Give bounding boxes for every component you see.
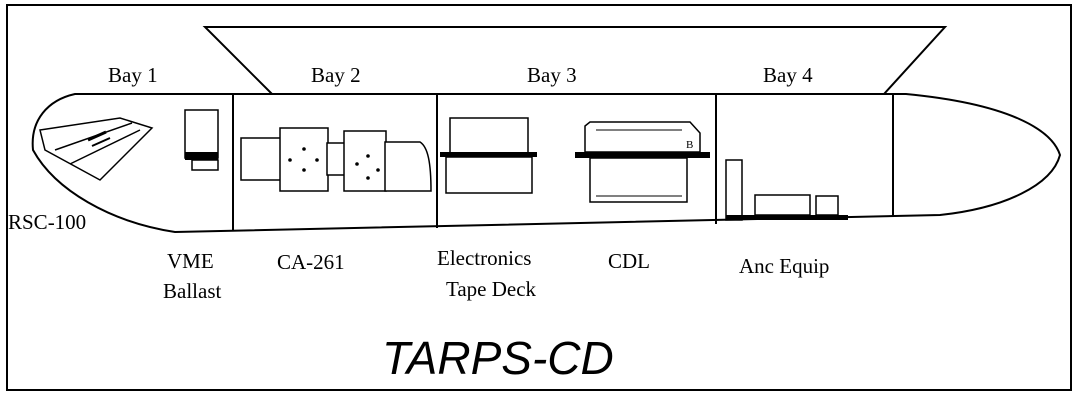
ca-261-label: CA-261	[277, 250, 345, 274]
electronics-label: Electronics	[437, 246, 531, 270]
electronics-tape-deck	[440, 117, 537, 194]
tape-deck-label: Tape Deck	[446, 277, 537, 301]
cdl-mark: B	[686, 139, 693, 151]
cdl-unit: B	[575, 121, 710, 203]
ca-261-camera	[240, 127, 432, 192]
pod-body-outline	[31, 93, 1062, 234]
vme-label-line1: VME	[167, 249, 214, 273]
cdl-label: CDL	[608, 249, 650, 273]
bay-1-label: Bay 1	[108, 63, 158, 87]
bay-2-label: Bay 2	[311, 63, 361, 87]
anc-equip-label: Anc Equip	[739, 254, 829, 278]
rsc-100-label: RSC-100	[8, 210, 86, 234]
diagram-title: TARPS-CD	[382, 332, 614, 384]
vme-label-line2: Ballast	[163, 279, 221, 303]
rsc-100-sensor	[39, 117, 154, 181]
vme-ballast-unit	[184, 109, 219, 171]
bay-4-label: Bay 4	[763, 63, 813, 87]
bay-3-label: Bay 3	[527, 63, 577, 87]
anc-equip-unit	[725, 159, 848, 221]
